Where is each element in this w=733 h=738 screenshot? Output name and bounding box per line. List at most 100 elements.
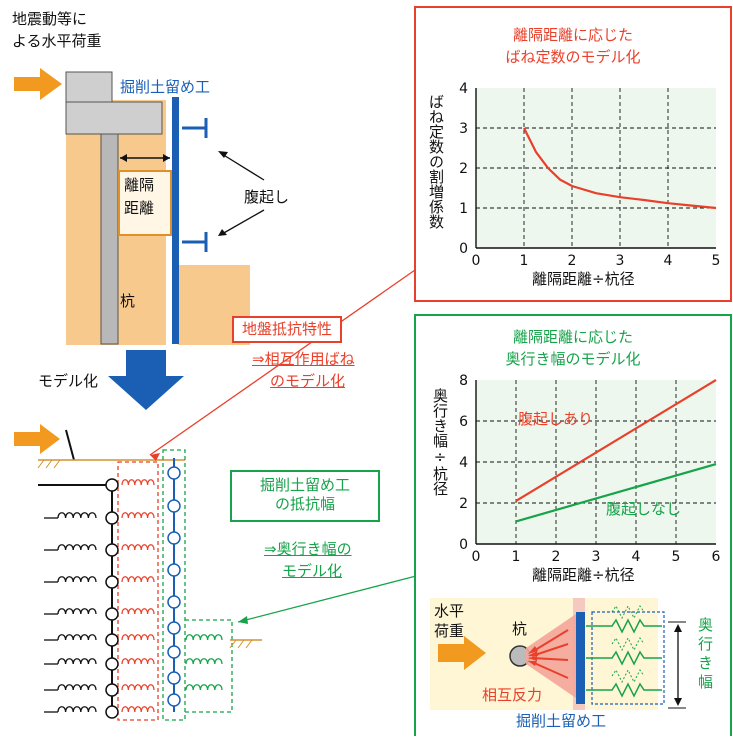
resistance-width-box: 掘削土留め工 の抵抗幅 bbox=[230, 470, 380, 522]
inset-wall-label: 掘削土留め工 bbox=[516, 712, 607, 730]
model-load-arrow bbox=[14, 424, 60, 454]
y-tick-label: 1 bbox=[459, 201, 468, 217]
spring-zone-green bbox=[185, 619, 233, 713]
interaction-spring bbox=[121, 512, 155, 519]
series-label-without-wale: 腹起しなし bbox=[606, 500, 682, 518]
series-line-1 bbox=[515, 462, 717, 523]
inset-load-arrow bbox=[438, 636, 486, 670]
pile-cap bbox=[65, 101, 163, 135]
inset-sketch bbox=[438, 598, 686, 710]
pile-node bbox=[105, 705, 119, 719]
soil-spring bbox=[57, 684, 97, 691]
load-arrow bbox=[14, 68, 62, 100]
x-tick-label: 2 bbox=[568, 253, 577, 269]
interaction-spring bbox=[121, 576, 155, 583]
wale-arrow-upper bbox=[218, 151, 228, 158]
soil-spring bbox=[57, 706, 97, 713]
inset-spring-dashed bbox=[611, 636, 645, 652]
width-chart-title-2: 奥行き幅のモデル化 bbox=[505, 350, 641, 368]
y-tick-label: 2 bbox=[459, 161, 468, 177]
y-tick-label: 2 bbox=[459, 496, 468, 512]
inset-spring-dashed bbox=[611, 668, 645, 684]
spring-zone-red bbox=[117, 461, 159, 721]
interaction-spring bbox=[121, 608, 155, 615]
x-tick-label: 0 bbox=[472, 253, 481, 269]
interaction-spring bbox=[121, 544, 155, 551]
x-tick-label: 1 bbox=[520, 253, 529, 269]
ground-model-line1: ⇒相互作用ばね bbox=[252, 350, 355, 368]
depth-char-2: 行 bbox=[698, 635, 714, 653]
pile-node bbox=[105, 657, 119, 671]
spring-chart-title-2: ばね定数のモデル化 bbox=[505, 48, 641, 66]
soil-spring bbox=[57, 608, 97, 615]
pile-node bbox=[105, 607, 119, 621]
inset-reaction-label: 相互反力 bbox=[482, 686, 543, 704]
x-tick-label: 6 bbox=[712, 549, 721, 565]
interaction-spring bbox=[121, 706, 155, 713]
series-label-with-wale: 腹起しあり bbox=[518, 410, 594, 428]
y-tick-label: 6 bbox=[459, 414, 468, 430]
wall-soil-spring bbox=[185, 634, 223, 641]
inset-wall bbox=[576, 612, 585, 704]
wale-lower bbox=[182, 232, 208, 252]
width-model-line1: ⇒奥行き幅の bbox=[264, 540, 352, 558]
x-tick-label: 1 bbox=[512, 549, 521, 565]
model-label: モデル化 bbox=[38, 372, 99, 390]
x-tick-label: 0 bbox=[472, 549, 481, 565]
soil-spring bbox=[57, 634, 97, 641]
spring-chart-ylabel: ばね定数の割増係数 bbox=[427, 94, 445, 229]
soil-spring bbox=[57, 576, 97, 583]
retaining-wall bbox=[172, 97, 179, 344]
wall-node bbox=[167, 645, 181, 659]
y-tick-label: 8 bbox=[459, 373, 468, 389]
distance-label-box: 離隔 距離 bbox=[118, 170, 172, 236]
inset-spring-dashed bbox=[611, 604, 645, 620]
x-tick-label: 3 bbox=[592, 549, 601, 565]
x-tick-label: 5 bbox=[672, 549, 681, 565]
width-model-line2: モデル化 bbox=[282, 562, 343, 580]
width-box-line1: 掘削土留め工 bbox=[259, 476, 350, 494]
model-arrow bbox=[108, 350, 184, 410]
depth-char-3: き bbox=[698, 654, 714, 672]
left-diagram bbox=[14, 68, 420, 721]
inset-pile-label: 杭 bbox=[512, 620, 528, 638]
pointer-line-green bbox=[237, 574, 420, 623]
interaction-spring bbox=[121, 658, 155, 665]
y-tick-label: 4 bbox=[459, 455, 468, 471]
wall-soil-spring bbox=[185, 684, 223, 691]
pile-node bbox=[105, 543, 119, 557]
depth-char-4: 幅 bbox=[698, 673, 714, 691]
inset-depth-label: 奥 行 き 幅 bbox=[698, 616, 713, 692]
width-chart-xlabel: 離隔距離÷杭径 bbox=[532, 566, 635, 584]
interaction-spring bbox=[121, 634, 155, 641]
width-chart-ylabel: 奥行き幅÷杭径 bbox=[431, 388, 449, 496]
pile-label: 杭 bbox=[120, 292, 136, 310]
x-tick-label: 4 bbox=[632, 549, 641, 565]
ground-model-line2: のモデル化 bbox=[270, 372, 346, 390]
y-tick-label: 0 bbox=[459, 537, 468, 553]
pile-cap-top bbox=[65, 71, 113, 103]
x-tick-label: 4 bbox=[664, 253, 673, 269]
load-label-line2: よる水平荷重 bbox=[12, 32, 102, 50]
wall-node bbox=[167, 563, 181, 577]
soil-spring bbox=[57, 544, 97, 551]
wall-node bbox=[167, 671, 181, 685]
x-tick-label: 3 bbox=[616, 253, 625, 269]
inset-spring bbox=[586, 618, 662, 634]
inset-spring bbox=[586, 682, 662, 698]
wall-node bbox=[167, 499, 181, 513]
wale-arrow-lower bbox=[218, 229, 227, 236]
y-tick-label: 0 bbox=[459, 241, 468, 257]
width-box-line2: の抵抗幅 bbox=[274, 495, 335, 513]
distance-label-2: 距離 bbox=[124, 199, 155, 217]
inset-spring bbox=[586, 650, 662, 666]
x-tick-label: 5 bbox=[712, 253, 721, 269]
pile-node bbox=[105, 633, 119, 647]
spring-chart-title-1: 離隔距離に応じた bbox=[512, 26, 633, 44]
y-tick-label: 4 bbox=[459, 81, 468, 97]
pile-node bbox=[105, 683, 119, 697]
pointer-line-red bbox=[149, 269, 416, 456]
pile-node bbox=[105, 511, 119, 525]
